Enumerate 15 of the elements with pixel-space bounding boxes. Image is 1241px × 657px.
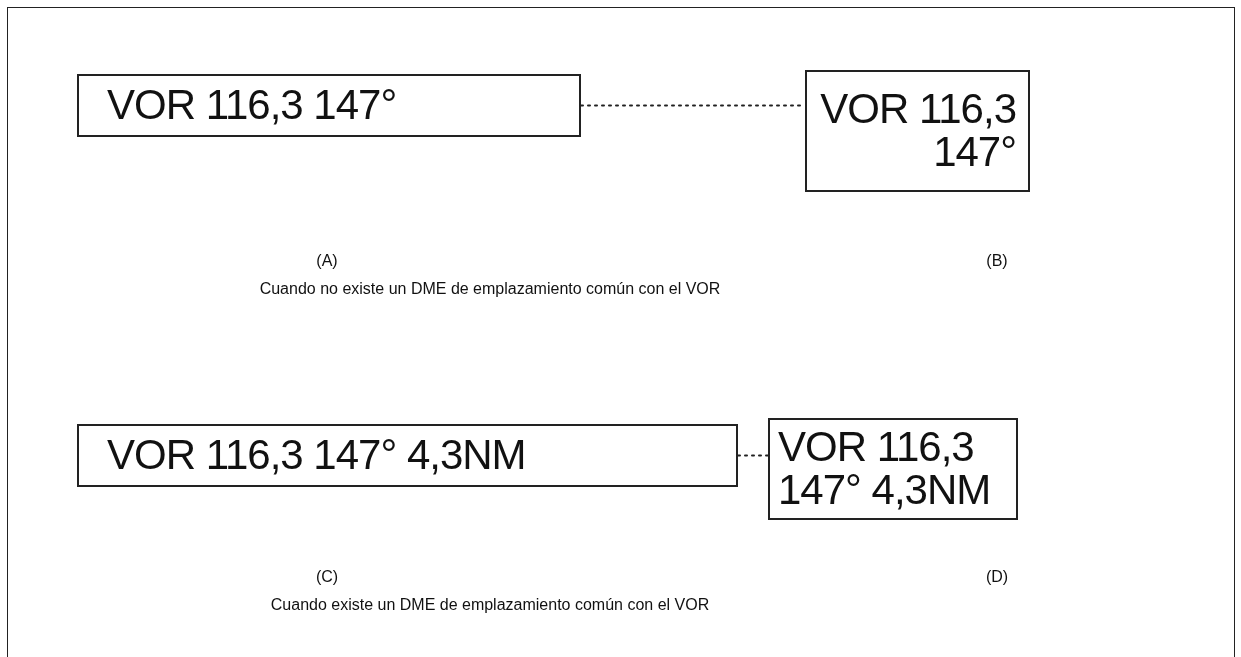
panel-label: (C) [315,568,339,586]
display-box [77,424,738,487]
display-box [805,70,1030,192]
panel-label: (D) [985,568,1009,586]
display-box [77,74,581,137]
dotted-connector [737,454,769,457]
caption: Cuando no existe un DME de emplazamiento común con el VOR [259,280,721,298]
display-text: VOR 116,3 147° [107,84,397,127]
caption: Cuando existe un DME de emplazamiento común con el VOR [270,596,710,614]
panel-label: (B) [986,252,1008,270]
display-box [768,418,1018,520]
panel-label: (A) [316,252,338,270]
display-text: VOR 116,3 147° [819,88,1016,174]
display-text: VOR 116,3 147° 4,3NM [778,426,992,512]
display-text: VOR 116,3 147° 4,3NM [107,434,526,477]
